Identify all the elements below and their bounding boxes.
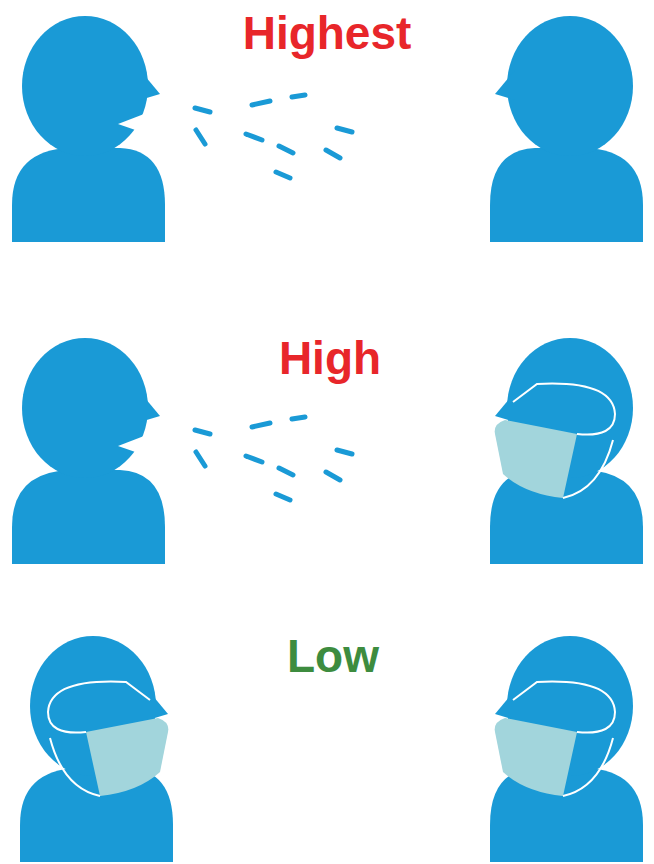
risk-level-label: Low — [287, 631, 379, 682]
speaker-figure — [12, 338, 170, 564]
droplets — [195, 417, 352, 500]
risk-level-label: Highest — [243, 8, 412, 59]
speaker-figure — [12, 16, 170, 242]
masked-listener-figure — [490, 338, 643, 564]
listener-figure — [490, 16, 643, 242]
masked-speaker-figure — [20, 636, 173, 862]
risk-level-label: High — [279, 333, 381, 384]
droplets — [195, 95, 352, 178]
masked-listener-figure — [490, 636, 643, 862]
